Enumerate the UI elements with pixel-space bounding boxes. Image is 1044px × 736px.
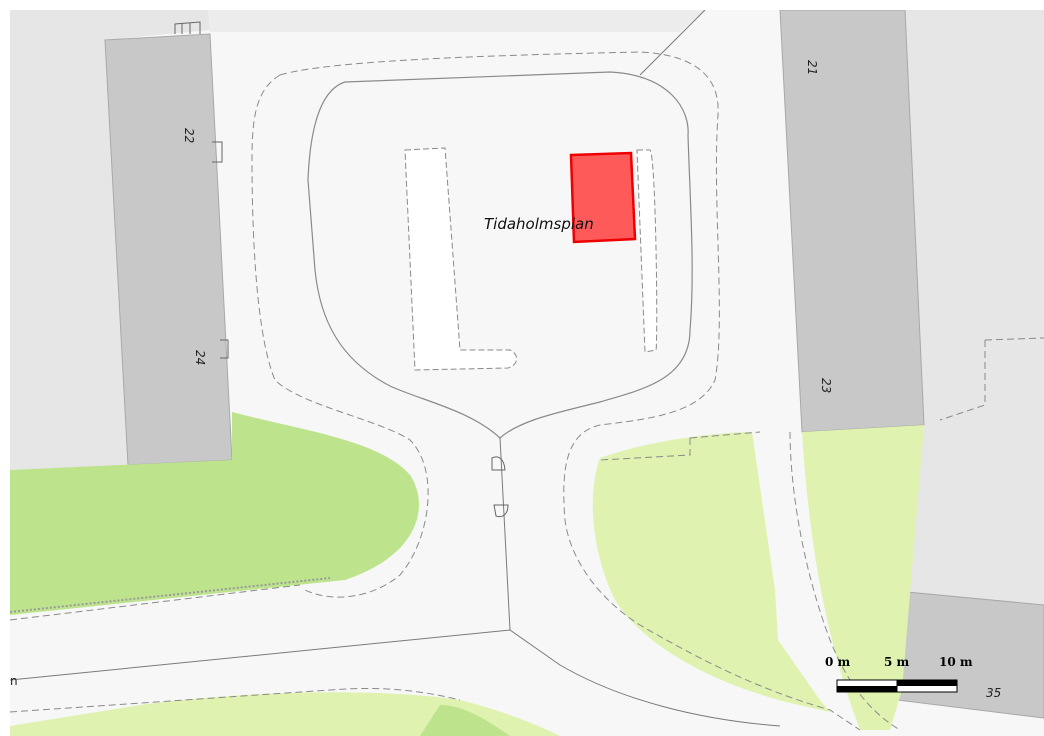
entrance-mark-top: [174, 21, 201, 34]
house-number-23: 23: [819, 378, 833, 393]
scale-label-10: 10 m: [939, 655, 973, 669]
road-dashed-lower-left: [10, 584, 301, 621]
roundabout-outline: [307, 71, 693, 439]
scale-label-0: 0 m: [825, 655, 851, 669]
entrance-mark-22: [212, 141, 223, 163]
building-left: [104, 33, 233, 466]
house-number-22: 22: [182, 128, 196, 143]
post-mark-2: [493, 504, 509, 518]
park-left: [10, 412, 419, 615]
scale-label-5: 5 m: [884, 655, 910, 669]
house-number-21: 21: [805, 60, 819, 75]
island-right: [636, 149, 658, 353]
building-right-upper: [779, 10, 925, 433]
road-edge-top: [639, 10, 706, 76]
land-block-right: [905, 10, 1044, 605]
edge-label: n: [10, 674, 18, 688]
island-left: [404, 147, 517, 371]
entrance-mark-24: [220, 339, 229, 359]
roundabout-dashed-edge: [279, 51, 861, 731]
selected-parcel[interactable]: [569, 151, 637, 244]
road-edge-bottom: [10, 629, 781, 727]
grass-center-right: [592, 432, 830, 712]
park-bottom: [420, 705, 510, 736]
scale-segment-1-fill: [837, 686, 897, 692]
land-block-left: [10, 10, 210, 470]
house-number-35: 35: [986, 686, 1001, 700]
grass-right: [802, 425, 924, 730]
scale-bar: 0 m 5 m 10 m: [825, 655, 973, 693]
road-dashed-right: [789, 431, 901, 731]
post-mark-1: [491, 456, 506, 471]
grass-bottom: [10, 692, 560, 736]
place-name-label: Tidaholmsplan: [484, 215, 594, 233]
house-number-24: 24: [193, 350, 207, 365]
roundabout-dashed-edge-left: [251, 74, 429, 598]
scale-segment-2-fill: [897, 680, 957, 686]
map-view[interactable]: Tidaholmsplan 21 22 23 24 35 n 0 m 5 m 1…: [10, 10, 1044, 736]
rail-line: [10, 577, 331, 613]
land-block-top: [208, 10, 705, 32]
